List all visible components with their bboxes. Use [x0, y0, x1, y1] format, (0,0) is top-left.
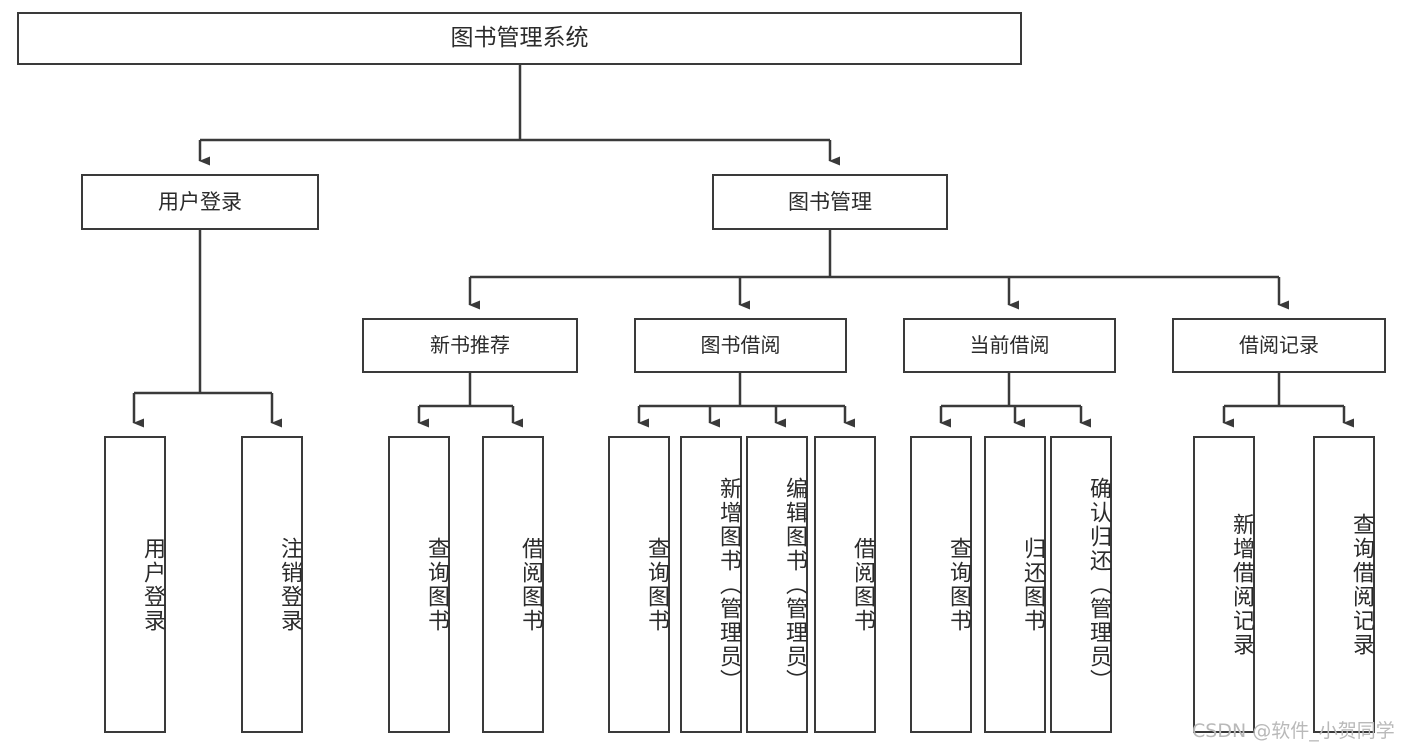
- node-root-label: 图书管理系统: [450, 25, 589, 52]
- leaf-borrow-book-label: 借阅图书: [850, 536, 875, 633]
- leaf-return-book[interactable]: 归还图书: [984, 436, 1046, 733]
- leaf-borrow-book-recommend[interactable]: 借阅图书: [482, 436, 544, 733]
- leaf-user-login[interactable]: 用户登录: [104, 436, 166, 733]
- leaf-query-book-recommend-label: 查询图书: [424, 536, 449, 633]
- node-new-book-recommend[interactable]: 新书推荐: [362, 318, 578, 373]
- watermark: CSDN @软件_小贺同学: [1192, 720, 1395, 742]
- node-book-management[interactable]: 图书管理: [712, 174, 948, 230]
- node-current-borrow-label: 当前借阅: [969, 333, 1050, 357]
- leaf-query-book-current-label: 查询图书: [946, 536, 971, 633]
- leaf-return-book-label: 归还图书: [1020, 536, 1045, 633]
- node-user-login[interactable]: 用户登录: [81, 174, 319, 230]
- leaf-query-borrow-record-label: 查询借阅记录: [1349, 512, 1374, 657]
- leaf-confirm-return-admin[interactable]: 确认归还（管理员）: [1050, 436, 1112, 733]
- leaf-borrow-book[interactable]: 借阅图书: [814, 436, 876, 733]
- leaf-add-borrow-record-label: 新增借阅记录: [1229, 512, 1254, 657]
- node-current-borrow[interactable]: 当前借阅: [903, 318, 1116, 373]
- node-new-book-recommend-label: 新书推荐: [430, 333, 510, 357]
- leaf-edit-book-admin[interactable]: 编辑图书（管理员）: [746, 436, 808, 733]
- leaf-query-book-borrow[interactable]: 查询图书: [608, 436, 670, 733]
- node-book-borrow-label: 图书借阅: [700, 333, 781, 357]
- node-borrow-record[interactable]: 借阅记录: [1172, 318, 1386, 373]
- leaf-borrow-book-recommend-label: 借阅图书: [518, 536, 543, 633]
- node-root[interactable]: 图书管理系统: [17, 12, 1022, 65]
- leaf-add-book-admin-label: 新增图书（管理员）: [716, 476, 741, 693]
- leaf-add-book-admin[interactable]: 新增图书（管理员）: [680, 436, 742, 733]
- node-book-management-label: 图书管理: [788, 189, 872, 214]
- node-book-borrow[interactable]: 图书借阅: [634, 318, 847, 373]
- leaf-add-borrow-record[interactable]: 新增借阅记录: [1193, 436, 1255, 733]
- leaf-logout[interactable]: 注销登录: [241, 436, 303, 733]
- leaf-edit-book-admin-label: 编辑图书（管理员）: [782, 476, 807, 693]
- node-user-login-label: 用户登录: [158, 189, 242, 214]
- leaf-query-book-borrow-label: 查询图书: [644, 536, 669, 633]
- leaf-confirm-return-admin-label: 确认归还（管理员）: [1086, 476, 1111, 693]
- leaf-query-book-current[interactable]: 查询图书: [910, 436, 972, 733]
- leaf-logout-label: 注销登录: [277, 536, 302, 633]
- leaf-query-borrow-record[interactable]: 查询借阅记录: [1313, 436, 1375, 733]
- node-borrow-record-label: 借阅记录: [1239, 333, 1319, 357]
- leaf-user-login-label: 用户登录: [140, 536, 165, 633]
- leaf-query-book-recommend[interactable]: 查询图书: [388, 436, 450, 733]
